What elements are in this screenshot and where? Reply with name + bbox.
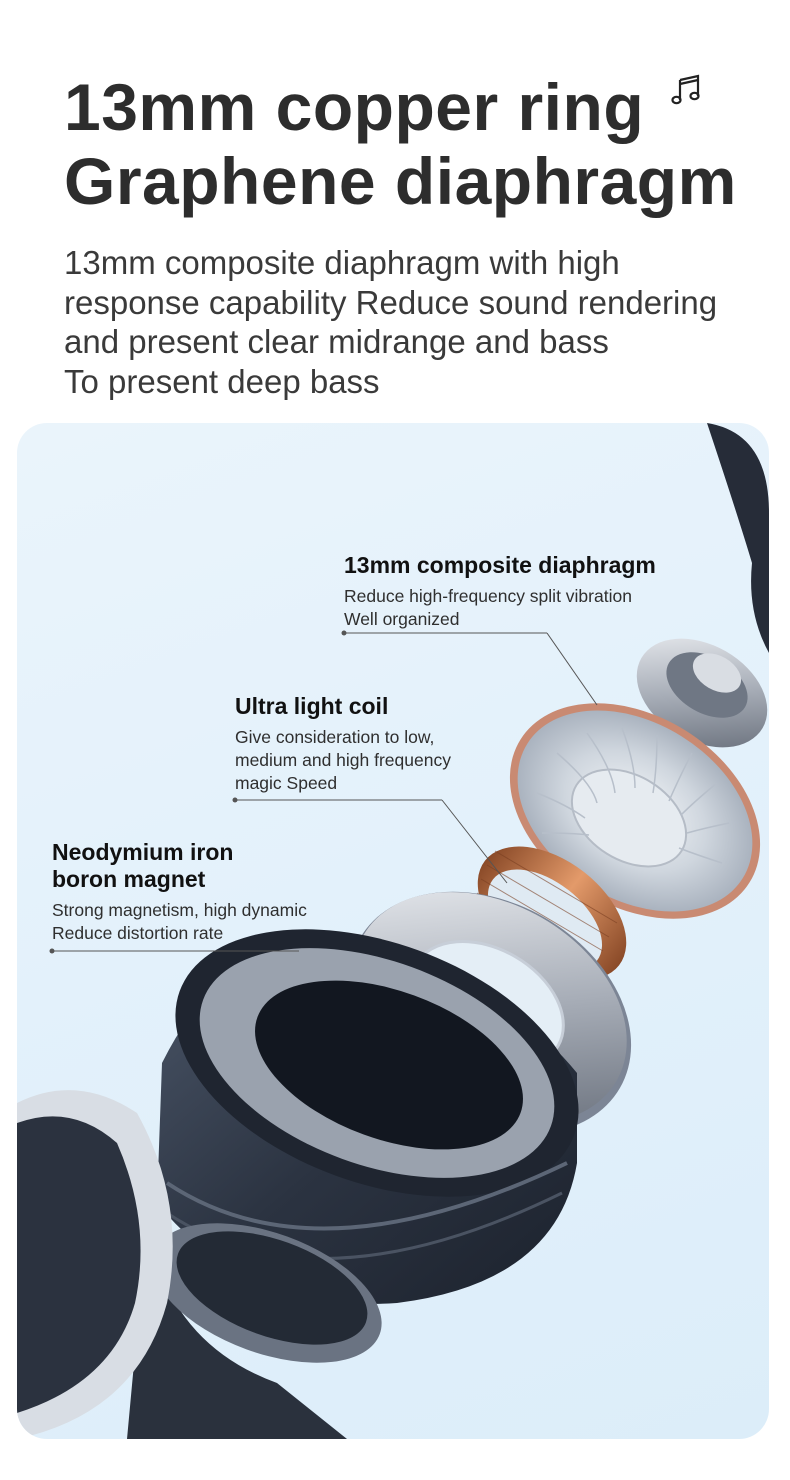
callout-text: Strong magnetism, high dynamic Reduce di… bbox=[52, 899, 307, 945]
description: 13mm composite diaphragm with high respo… bbox=[64, 243, 764, 401]
magnet-cup bbox=[157, 929, 579, 1304]
description-line: 13mm composite diaphragm with high bbox=[64, 244, 620, 281]
callout-title-line: Neodymium iron bbox=[52, 839, 234, 865]
callout-title-line: boron magnet bbox=[52, 866, 206, 892]
title-line-2: Graphene diaphragm bbox=[64, 144, 737, 218]
diaphragm bbox=[509, 703, 761, 919]
back-cap bbox=[636, 638, 768, 748]
callout-line: magic Speed bbox=[235, 773, 338, 793]
callout-line: Strong magnetism, high dynamic bbox=[52, 900, 307, 920]
music-note-icon bbox=[671, 74, 700, 105]
callout-text: Give consideration to low, medium and hi… bbox=[235, 726, 451, 795]
description-line: To present deep bass bbox=[64, 362, 380, 400]
stem bbox=[127, 1223, 382, 1439]
callout-title: Ultra light coil bbox=[235, 693, 389, 719]
callout-magnet: Neodymium iron boron magnet Strong magne… bbox=[52, 839, 307, 945]
callout-text: Reduce high-frequency split vibration We… bbox=[344, 585, 656, 631]
callout-line: Give consideration to low, bbox=[235, 727, 435, 747]
callout-diaphragm: 13mm composite diaphragm Reduce high-fre… bbox=[344, 552, 656, 631]
description-line: and present clear midrange and bass bbox=[64, 323, 609, 360]
page-title: 13mm copper ring Graphene diaphragm bbox=[64, 70, 737, 218]
callout-line: Well organized bbox=[344, 609, 460, 629]
title-line-1: 13mm copper ring bbox=[64, 70, 645, 144]
description-line: response capability Reduce sound renderi… bbox=[64, 283, 718, 321]
callout-line: Reduce high-frequency split vibration bbox=[344, 586, 632, 606]
callout-line: Reduce distortion rate bbox=[52, 923, 224, 943]
callout-line: medium and high frequency bbox=[235, 750, 451, 770]
callout-title: 13mm composite diaphragm bbox=[344, 552, 656, 578]
callout-coil: Ultra light coil Give consideration to l… bbox=[235, 693, 451, 795]
callout-title: Neodymium iron boron magnet bbox=[52, 839, 307, 893]
earbud-top-shape bbox=[707, 423, 769, 653]
product-panel: 13mm composite diaphragm Reduce high-fre… bbox=[17, 423, 769, 1439]
exploded-driver-illustration bbox=[17, 423, 769, 1439]
